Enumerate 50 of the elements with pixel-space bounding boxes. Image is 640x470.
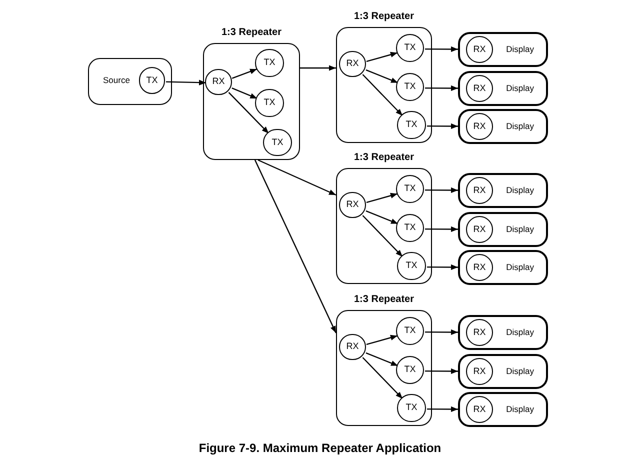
repeater-heading: 1:3 Repeater: [220, 26, 283, 40]
arrow: [254, 160, 337, 334]
arrow: [366, 52, 398, 62]
node-label: Source: [103, 74, 130, 87]
arrow: [232, 88, 258, 100]
arrow: [232, 68, 258, 79]
arrow: [366, 69, 398, 84]
arrow: [362, 215, 404, 258]
caption: Figure 7-9. Maximum Repeater Application: [198, 440, 442, 457]
display-box: [458, 173, 548, 208]
display-box: [458, 212, 548, 247]
display-box: [458, 71, 548, 106]
display-box: [458, 32, 548, 67]
display-box: [458, 354, 548, 389]
display-box: [458, 315, 548, 350]
arrow: [425, 329, 458, 336]
arrow: [427, 406, 458, 412]
arrow: [366, 210, 398, 224]
repeater-heading: 1:3 Repeater: [352, 293, 416, 307]
node-label: Display: [506, 223, 534, 236]
arrow: [258, 159, 336, 196]
node-label: Display: [506, 184, 534, 197]
repeater-heading: 1:3 Repeater: [352, 151, 416, 165]
arrow: [427, 264, 458, 270]
node-label: Display: [506, 365, 534, 378]
arrow: [425, 85, 458, 92]
arrow: [362, 74, 404, 116]
display-box: [458, 250, 548, 285]
arrow: [228, 92, 270, 134]
arrow: [362, 357, 404, 400]
node-label: Display: [506, 261, 534, 274]
display-box: [458, 392, 548, 427]
node-label: Display: [506, 82, 534, 95]
node-label: Display: [506, 120, 534, 133]
arrow: [425, 187, 458, 194]
source-box: [88, 58, 172, 105]
node-label: Display: [506, 403, 534, 416]
arrow: [427, 123, 458, 130]
node-label: Display: [506, 326, 534, 339]
arrow: [366, 352, 398, 366]
arrow: [366, 192, 398, 203]
arrow: [300, 65, 336, 71]
arrow: [166, 80, 206, 86]
arrow: [425, 46, 458, 52]
node-label: Display: [506, 43, 534, 56]
arrow: [425, 226, 458, 232]
arrow: [366, 334, 398, 345]
repeater-heading: 1:3 Repeater: [352, 10, 416, 24]
display-box: [458, 109, 548, 144]
arrow: [425, 368, 458, 374]
